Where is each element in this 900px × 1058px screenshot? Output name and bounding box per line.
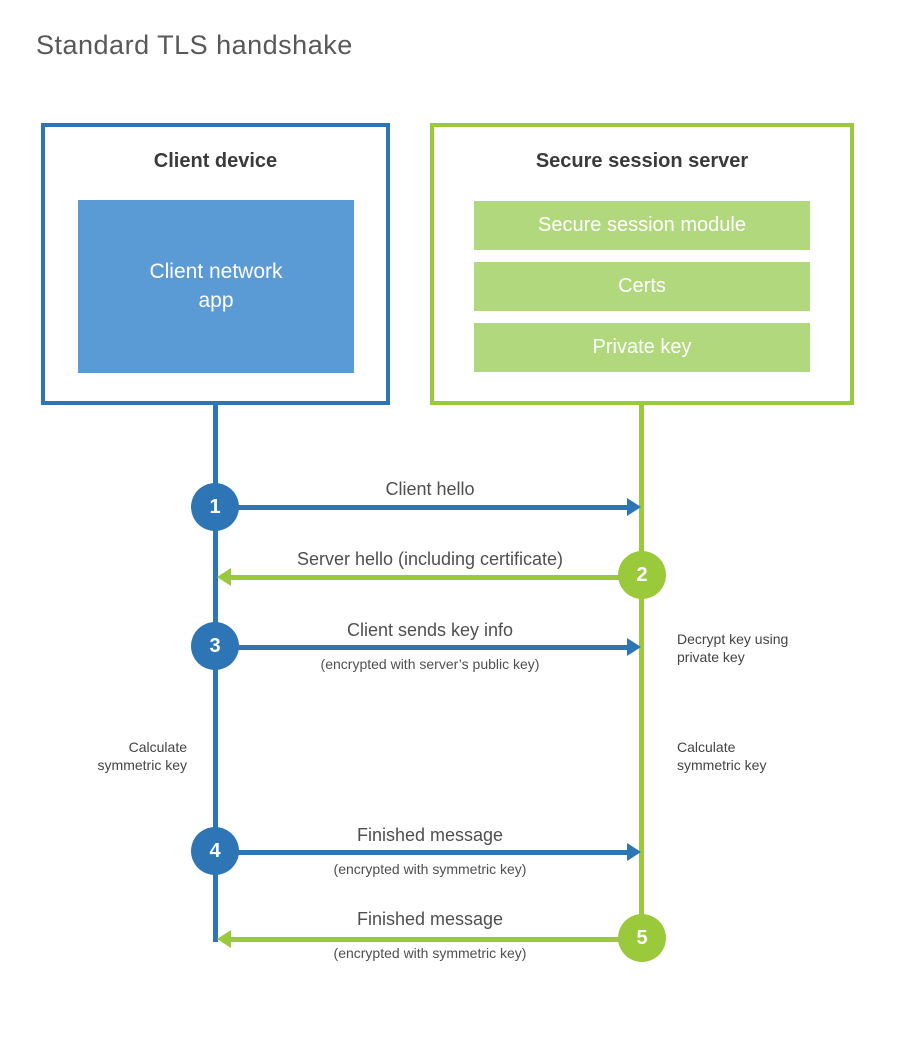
label-client-hello: Client hello: [385, 479, 475, 499]
arrow-client-hello: [237, 505, 627, 510]
sublabel-client-key-info: (encrypted with server’s public key): [320, 656, 540, 672]
label-client-key-info: Client sends key info: [346, 620, 514, 640]
server-module-certs: Certs: [474, 262, 810, 311]
arrowhead-left-icon: [217, 930, 231, 948]
step-badge-3: 3: [191, 622, 239, 670]
arrow-finished-client: [237, 850, 627, 855]
arrowhead-right-icon: [627, 498, 641, 516]
note-calc-symmetric-client: Calculate symmetric key: [97, 739, 187, 773]
client-network-app-box: Client network app: [78, 200, 354, 373]
server-title: Secure session server: [535, 150, 749, 172]
label-server-hello: Server hello (including certificate): [296, 549, 564, 569]
sublabel-finished-server: (encrypted with symmetric key): [333, 945, 527, 961]
client-lifeline: [213, 405, 218, 942]
server-box: [430, 123, 854, 405]
page-title: Standard TLS handshake: [36, 30, 353, 60]
client-device-box: [41, 123, 390, 405]
step-badge-5: 5: [618, 914, 666, 962]
server-module-secure-session: Secure session module: [474, 201, 810, 250]
arrow-client-key-info: [237, 645, 627, 650]
arrowhead-right-icon: [627, 843, 641, 861]
server-lifeline: [639, 405, 644, 938]
arrowhead-right-icon: [627, 638, 641, 656]
label-finished-server: Finished message: [356, 909, 504, 929]
step-badge-2: 2: [618, 551, 666, 599]
arrow-finished-server: [231, 937, 641, 942]
note-calc-symmetric-server: Calculate symmetric key: [677, 739, 767, 773]
note-decrypt-key: Decrypt key using private key: [677, 631, 789, 665]
label-finished-client: Finished message: [356, 825, 504, 845]
sublabel-finished-client: (encrypted with symmetric key): [333, 861, 527, 877]
arrowhead-left-icon: [217, 568, 231, 586]
client-device-title: Client device: [153, 150, 278, 172]
arrow-server-hello: [231, 575, 641, 580]
server-module-private-key: Private key: [474, 323, 810, 372]
step-badge-4: 4: [191, 827, 239, 875]
step-badge-1: 1: [191, 483, 239, 531]
